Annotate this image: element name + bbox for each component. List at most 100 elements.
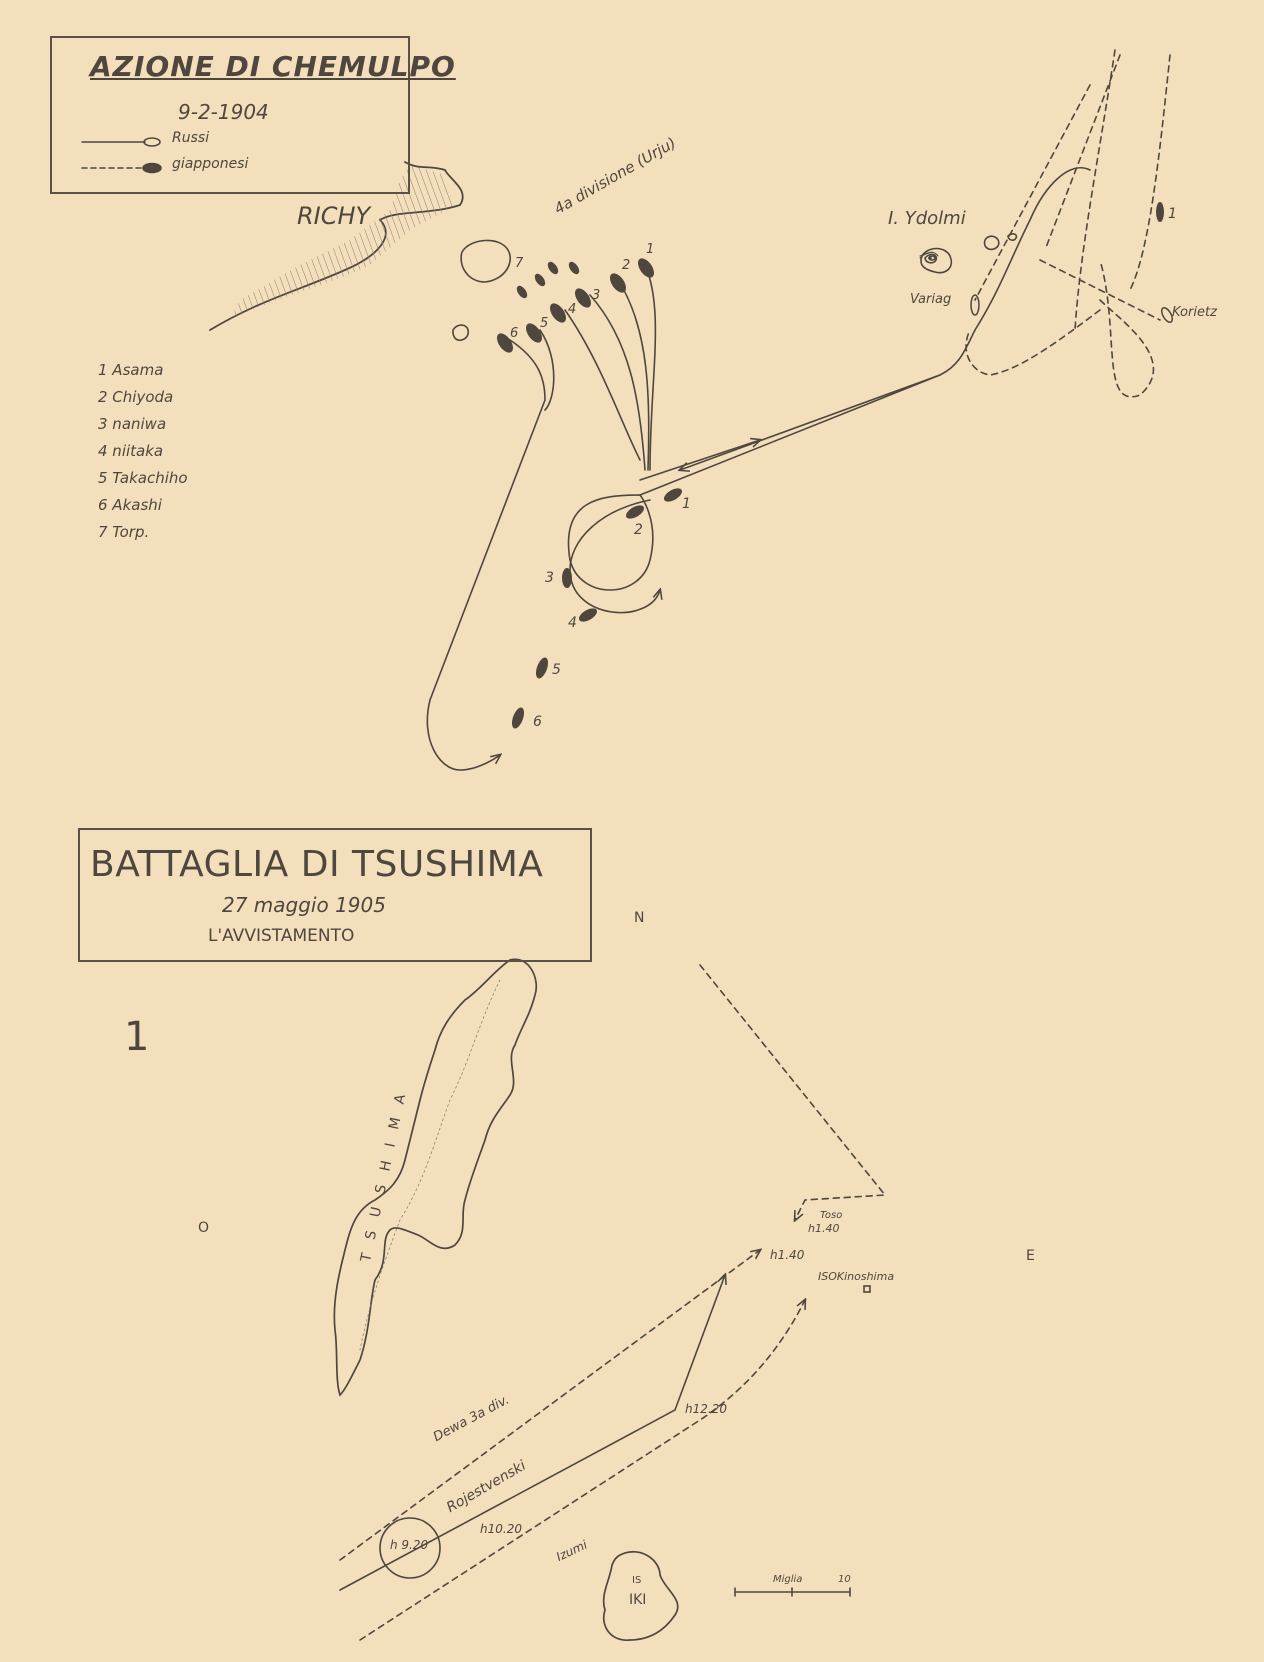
legend-russian-ship (143, 137, 161, 147)
island-is-label: IS (632, 1575, 642, 1586)
ship-jp-2 (610, 273, 626, 293)
ship-num: 7 (515, 256, 524, 271)
island-ydolmi-label: I. Ydolmi (888, 208, 966, 229)
ship-num: 5 (540, 316, 549, 331)
h920-circle (379, 1517, 441, 1579)
ship-num: 6 (533, 714, 542, 730)
chemulpo-title: AZIONE DI CHEMULPO (90, 50, 456, 83)
label-isokinoshima: ISOKinoshima (818, 1270, 895, 1283)
track-loop (567, 494, 654, 591)
ship-list-item: 1 Asama (98, 361, 164, 379)
island-ydolmi-a (920, 247, 953, 274)
islet-f (924, 253, 938, 264)
route-rojestvenski (339, 1275, 725, 1591)
tsushima-ridge (359, 979, 501, 1351)
ship-jp-1 (638, 258, 654, 278)
islet-d (928, 256, 932, 260)
jp-track-6 (965, 309, 1101, 376)
ship-jp-4 (550, 303, 566, 323)
label-h1220: h12.20 (685, 1402, 727, 1416)
ship-b-5 (535, 657, 549, 679)
ship-num: 3 (592, 288, 601, 303)
route-dewa (339, 1250, 760, 1561)
ship-korietz (1160, 307, 1174, 323)
ship-num: 1 (682, 496, 691, 512)
ship-list-item: 4 niitaka (98, 442, 164, 460)
ship-num: 5 (552, 662, 561, 678)
tsushima-title: BATTAGLIA DI TSUSHIMA (90, 844, 544, 885)
jp-loop-2 (569, 499, 660, 614)
track-variag (680, 167, 1091, 470)
torp-4 (568, 261, 580, 275)
chemulpo-date: 9-2-1904 (178, 100, 269, 124)
legend-russians-label: Russi (172, 130, 210, 146)
ship-num: 4 (568, 615, 577, 631)
jp-loop-3 (639, 440, 760, 481)
torp-1 (547, 261, 559, 275)
jp-track-7 (1039, 259, 1161, 321)
legend-japanese-label: giapponesi (172, 156, 249, 172)
ship-num: 4 (568, 302, 577, 317)
torp-3 (516, 285, 528, 299)
tsushima-title-box (78, 828, 592, 962)
jp-track-4 (974, 84, 1091, 301)
ship-num: 1 (646, 242, 655, 257)
jp-curve-6 (426, 339, 546, 771)
islet-g (983, 235, 1000, 251)
ship-list-item: 5 Takachiho (98, 469, 188, 487)
islet-i (919, 251, 939, 259)
ship-num: 2 (622, 258, 631, 273)
ship-num: 2 (634, 522, 643, 538)
isokinoshima-marker (863, 1285, 871, 1293)
legend-japanese-ship (142, 162, 162, 174)
ship-b-6 (511, 707, 525, 729)
island-small-b (452, 324, 469, 342)
label-h1020: h10.20 (480, 1522, 522, 1536)
ship-variag-label: Variag (910, 292, 952, 307)
compass-west: O (198, 1220, 210, 1236)
label-toso: Toso (820, 1210, 843, 1221)
jp-track-3 (1044, 54, 1121, 251)
jp-curve-2 (617, 279, 650, 471)
tsushima-date: 27 maggio 1905 (222, 893, 386, 917)
label-time-140: h1.40 (770, 1248, 805, 1262)
jp-curve-3 (589, 294, 646, 471)
label-h920: h 9.20 (390, 1538, 429, 1552)
jp-curve-4 (564, 309, 641, 461)
jp-track-2 (1129, 54, 1171, 291)
scale-label: Miglia (773, 1574, 803, 1585)
label-toso-time: h1.40 (808, 1222, 840, 1235)
ship-b-3 (562, 568, 572, 588)
coast-shading (230, 165, 455, 320)
scale-bar (734, 1587, 851, 1597)
ship-list: 1 Asama 2 Chiyoda 3 naniwa 4 niitaka 5 T… (98, 357, 188, 546)
compass-north: N (634, 910, 645, 926)
scale-value: 10 (838, 1574, 851, 1585)
route-dewa-north (699, 964, 887, 1220)
ship-b-1 (663, 488, 683, 502)
ship-jp-3 (575, 288, 591, 308)
route-izumi (359, 1300, 805, 1641)
ship-num: 3 (545, 570, 554, 586)
ship-list-item: 3 naniwa (98, 415, 167, 433)
ship-list-item: 2 Chiyoda (98, 388, 174, 406)
ship-jp-5 (526, 323, 542, 343)
track-main (639, 374, 941, 496)
jp-curve-1 (644, 264, 657, 471)
island-small-a (460, 239, 511, 283)
jp-track-5 (1099, 259, 1155, 398)
island-iki-label: IKI (629, 1592, 647, 1608)
ship-korietz-label: Korietz (1172, 305, 1217, 320)
tsushima-subtitle: L'AVVISTAMENTO (208, 926, 355, 946)
chemulpo-title-box (50, 36, 410, 194)
chemulpo-ships (497, 202, 1164, 729)
ship-num: 6 (510, 326, 519, 341)
ship-b-2 (625, 505, 645, 519)
ship-num: 1 (1168, 206, 1177, 222)
torp-2 (534, 273, 546, 287)
ship-list-item: 6 Akashi (98, 496, 162, 514)
plate-number: 1 (124, 1014, 150, 1060)
ship-koreitz-jp (1156, 202, 1164, 222)
